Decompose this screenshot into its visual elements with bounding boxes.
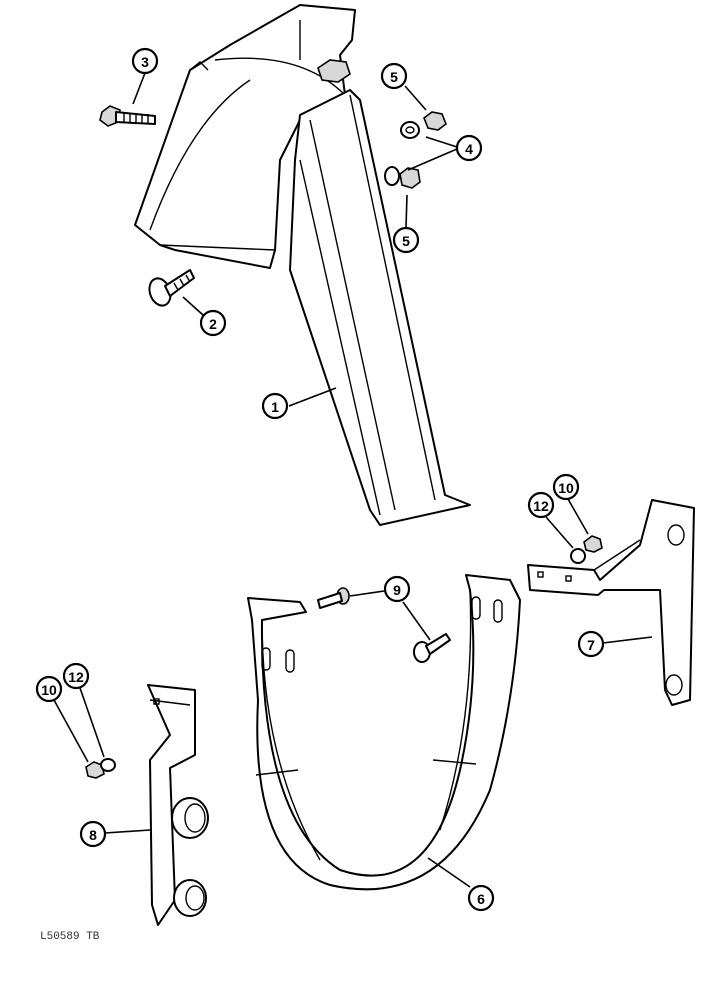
callout-9: 9 — [349, 575, 431, 641]
callout-10-left: 10 — [35, 675, 89, 763]
callout-12-left: 12 — [62, 662, 105, 758]
callout-6: 6 — [427, 857, 495, 912]
callout-7: 7 — [577, 630, 653, 658]
callout-2: 2 — [182, 296, 227, 337]
callout-3-label: 3 — [141, 54, 149, 70]
callout-4-label: 4 — [465, 141, 473, 157]
callout-8: 8 — [79, 820, 151, 848]
part-1-bracket-with-fender — [134, 4, 471, 526]
part-8-left-bracket — [147, 684, 209, 926]
callout-1: 1 — [261, 387, 337, 420]
callout-4: 4 — [407, 134, 483, 171]
callout-5-top: 5 — [380, 62, 427, 111]
part-3-hex-bolt — [99, 105, 156, 127]
callout-5b-label: 5 — [402, 233, 410, 249]
callout-6-label: 6 — [477, 891, 485, 907]
callout-10-right: 10 — [552, 473, 589, 535]
callout-9-label: 9 — [393, 582, 401, 598]
callout-7-label: 7 — [587, 637, 595, 653]
callout-12b-label: 12 — [68, 669, 84, 685]
part-10-12-nuts-washers — [85, 535, 603, 779]
part-2-carriage-bolt — [148, 269, 195, 307]
drawing-reference-code: L50589 TB — [40, 931, 100, 943]
callout-12a-label: 12 — [533, 498, 549, 514]
callout-3: 3 — [131, 47, 159, 105]
part-7-right-bracket — [527, 499, 695, 706]
callout-5a-label: 5 — [390, 69, 398, 85]
part-9-bolts — [317, 587, 451, 663]
callout-5-bottom: 5 — [392, 194, 420, 254]
callout-10b-label: 10 — [41, 682, 57, 698]
callout-10a-label: 10 — [558, 480, 574, 496]
callout-8-label: 8 — [89, 827, 97, 843]
callouts: 1 2 3 4 5 5 — [35, 47, 653, 912]
callout-2-label: 2 — [209, 316, 217, 332]
part-4-5-nuts-washers — [384, 111, 447, 189]
callout-1-label: 1 — [271, 399, 279, 415]
callout-12-right: 12 — [527, 491, 574, 549]
part-6-u-strap — [247, 574, 521, 891]
